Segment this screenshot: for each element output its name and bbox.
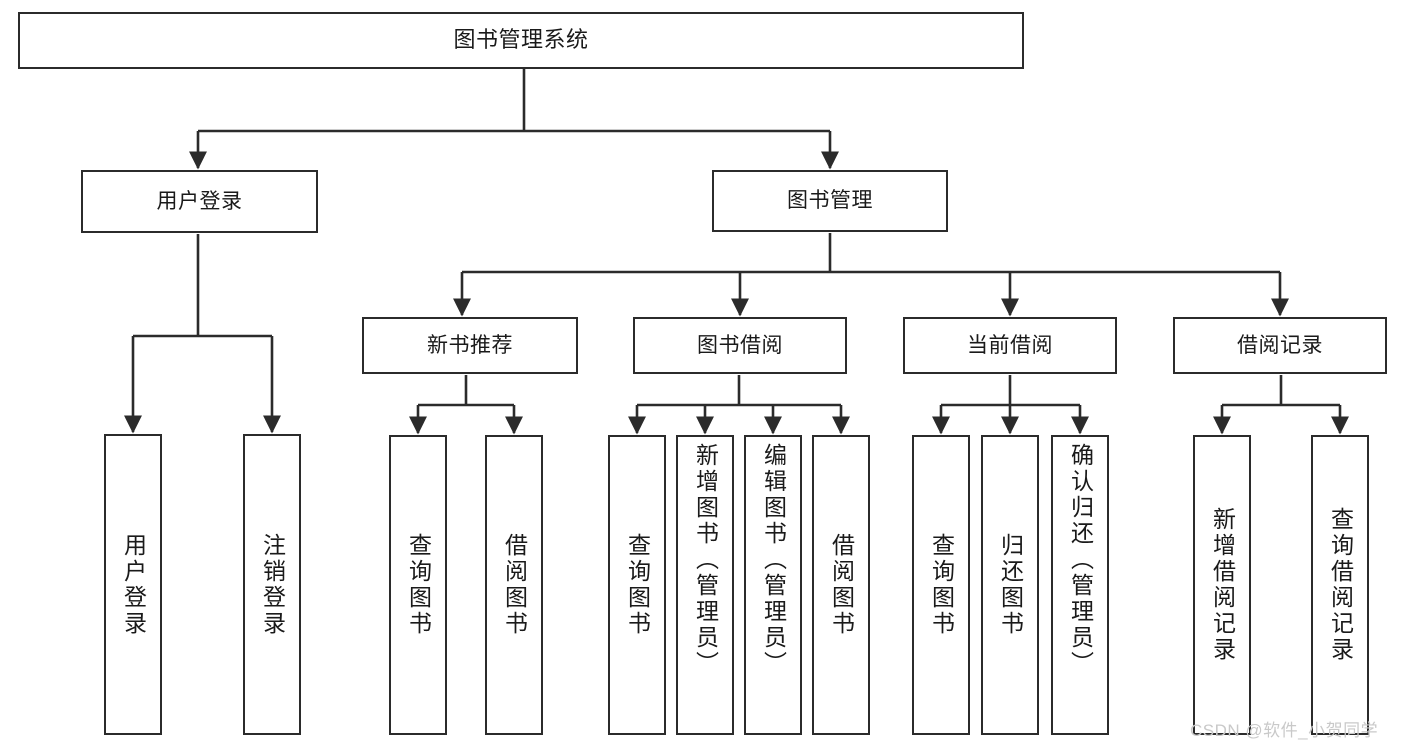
node-borrow-record-label: 借阅记录 — [1237, 333, 1323, 357]
node-leaf-add-book[interactable]: 新增图书（管理员） — [676, 435, 734, 735]
node-leaf-add-record-label: 新增借阅记录 — [1209, 507, 1236, 663]
node-root[interactable]: 图书管理系统 — [18, 12, 1024, 69]
node-leaf-confirm-return-label: 确认归还（管理员） — [1067, 443, 1094, 677]
node-leaf-query-book-2-label: 查询图书 — [624, 533, 651, 637]
node-leaf-add-book-label: 新增图书（管理员） — [692, 443, 719, 677]
node-leaf-user-login-label: 用户登录 — [120, 532, 147, 637]
node-leaf-query-book-1-label: 查询图书 — [405, 533, 432, 637]
node-leaf-query-book-2[interactable]: 查询图书 — [608, 435, 666, 735]
node-leaf-query-record[interactable]: 查询借阅记录 — [1311, 435, 1369, 735]
node-leaf-query-book-1[interactable]: 查询图书 — [389, 435, 447, 735]
node-current-borrow[interactable]: 当前借阅 — [903, 317, 1117, 374]
node-leaf-user-login[interactable]: 用户登录 — [104, 434, 162, 735]
node-leaf-edit-book[interactable]: 编辑图书（管理员） — [744, 435, 802, 735]
node-leaf-return-book[interactable]: 归还图书 — [981, 435, 1039, 735]
node-leaf-query-book-3[interactable]: 查询图书 — [912, 435, 970, 735]
node-user-login[interactable]: 用户登录 — [81, 170, 318, 233]
node-new-book-rec-label: 新书推荐 — [427, 333, 513, 357]
node-current-borrow-label: 当前借阅 — [967, 333, 1053, 357]
node-leaf-borrow-book-1-label: 借阅图书 — [501, 533, 528, 637]
node-leaf-query-record-label: 查询借阅记录 — [1327, 507, 1354, 663]
node-book-borrow[interactable]: 图书借阅 — [633, 317, 847, 374]
node-leaf-logout[interactable]: 注销登录 — [243, 434, 301, 735]
node-book-manage[interactable]: 图书管理 — [712, 170, 948, 232]
node-leaf-add-record[interactable]: 新增借阅记录 — [1193, 435, 1251, 735]
node-leaf-query-book-3-label: 查询图书 — [928, 533, 955, 637]
node-leaf-borrow-book-2-label: 借阅图书 — [828, 533, 855, 637]
node-leaf-logout-label: 注销登录 — [259, 532, 286, 637]
node-leaf-borrow-book-1[interactable]: 借阅图书 — [485, 435, 543, 735]
node-leaf-confirm-return[interactable]: 确认归还（管理员） — [1051, 435, 1109, 735]
node-leaf-edit-book-label: 编辑图书（管理员） — [760, 443, 787, 677]
node-user-login-label: 用户登录 — [156, 189, 243, 213]
node-root-label: 图书管理系统 — [453, 27, 589, 53]
node-leaf-borrow-book-2[interactable]: 借阅图书 — [812, 435, 870, 735]
node-book-borrow-label: 图书借阅 — [697, 333, 783, 357]
csdn-watermark: CSDN @软件_小贺同学 — [1190, 721, 1379, 740]
node-new-book-rec[interactable]: 新书推荐 — [362, 317, 578, 374]
node-borrow-record[interactable]: 借阅记录 — [1173, 317, 1387, 374]
node-leaf-return-book-label: 归还图书 — [997, 533, 1024, 637]
node-book-manage-label: 图书管理 — [787, 189, 873, 213]
